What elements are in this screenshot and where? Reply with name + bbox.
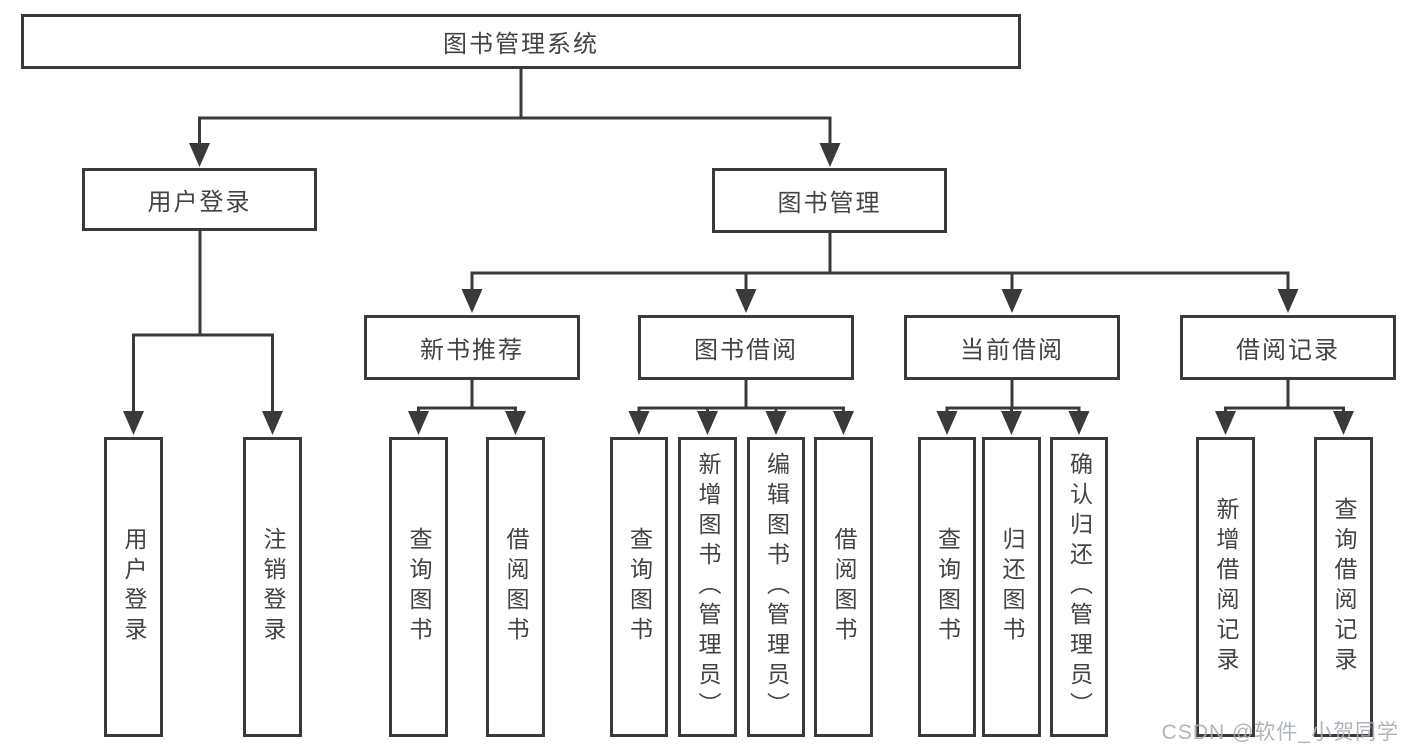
leaf-edit-book-admin-label: 编辑图书（管理员） bbox=[763, 452, 790, 722]
arrowhead-icon bbox=[1333, 411, 1354, 435]
arrowhead-icon bbox=[262, 411, 283, 435]
leaf-query-books-2-label: 查询图书 bbox=[626, 527, 653, 647]
leaf-edit-book-admin: 编辑图书（管理员） bbox=[747, 437, 805, 737]
arrowhead-icon bbox=[1001, 289, 1023, 313]
node-root: 图书管理系统 bbox=[21, 14, 1021, 69]
leaf-borrow-books-1-label: 借阅图书 bbox=[503, 527, 529, 647]
arrowhead-icon bbox=[189, 143, 210, 167]
arrowhead-icon bbox=[1277, 289, 1299, 313]
leaf-query-borrow-record: 查询借阅记录 bbox=[1314, 437, 1373, 737]
arrowhead-icon bbox=[833, 411, 854, 435]
leaf-query-books-1-label: 查询图书 bbox=[406, 527, 432, 647]
leaf-confirm-return-admin: 确认归还（管理员） bbox=[1050, 437, 1108, 737]
leaf-query-books-2: 查询图书 bbox=[610, 437, 668, 737]
node-user-login-label: 用户登录 bbox=[147, 189, 252, 216]
leaf-borrow-books-1: 借阅图书 bbox=[486, 437, 545, 737]
node-current-borrowing: 当前借阅 bbox=[904, 315, 1120, 380]
node-book-management-label: 图书管理 bbox=[777, 190, 882, 217]
leaf-add-book-admin: 新增图书（管理员） bbox=[678, 437, 737, 737]
arrowhead-icon bbox=[735, 289, 757, 313]
arrowhead-icon bbox=[628, 411, 650, 435]
leaf-query-books-1: 查询图书 bbox=[389, 437, 448, 737]
node-book-borrowing-label: 图书借阅 bbox=[694, 337, 798, 364]
arrowhead-icon bbox=[1001, 411, 1022, 435]
node-current-borrowing-label: 当前借阅 bbox=[960, 337, 1064, 364]
node-new-book-recommend: 新书推荐 bbox=[364, 315, 580, 380]
node-book-borrowing: 图书借阅 bbox=[638, 315, 854, 380]
arrowhead-icon bbox=[1068, 411, 1090, 435]
arrowhead-icon bbox=[461, 289, 483, 313]
leaf-query-books-3: 查询图书 bbox=[918, 437, 976, 737]
arrowhead-icon bbox=[697, 411, 718, 435]
node-root-label: 图书管理系统 bbox=[443, 31, 599, 58]
node-borrowing-records-label: 借阅记录 bbox=[1236, 337, 1340, 364]
arrowhead-icon bbox=[505, 411, 526, 435]
arrowhead-icon bbox=[123, 411, 144, 435]
leaf-confirm-return-admin-label: 确认归还（管理员） bbox=[1066, 452, 1093, 722]
leaf-add-borrow-record-label: 新增借阅记录 bbox=[1213, 497, 1239, 677]
csdn-watermark: CSDN @软件_小贺同学 bbox=[1161, 721, 1399, 744]
leaf-return-book: 归还图书 bbox=[982, 437, 1041, 737]
leaf-add-book-admin-label: 新增图书（管理员） bbox=[695, 452, 721, 722]
leaf-user-login-label: 用户登录 bbox=[121, 527, 147, 647]
leaf-borrow-books-2-label: 借阅图书 bbox=[831, 527, 857, 647]
node-borrowing-records: 借阅记录 bbox=[1180, 315, 1396, 380]
node-new-book-recommend-label: 新书推荐 bbox=[420, 337, 524, 364]
arrowhead-icon bbox=[408, 411, 429, 435]
arrowhead-icon bbox=[765, 411, 787, 435]
arrowhead-icon bbox=[936, 411, 958, 435]
leaf-query-books-3-label: 查询图书 bbox=[934, 527, 961, 647]
leaf-logout-label: 注销登录 bbox=[260, 527, 286, 647]
arrowhead-icon bbox=[819, 143, 841, 167]
node-book-management: 图书管理 bbox=[712, 168, 947, 233]
arrowhead-icon bbox=[1215, 411, 1236, 435]
leaf-return-book-label: 归还图书 bbox=[999, 527, 1025, 647]
leaf-add-borrow-record: 新增借阅记录 bbox=[1196, 437, 1255, 737]
leaf-user-login: 用户登录 bbox=[104, 437, 163, 737]
leaf-borrow-books-2: 借阅图书 bbox=[814, 437, 873, 737]
leaf-query-borrow-record-label: 查询借阅记录 bbox=[1331, 497, 1357, 677]
node-user-login: 用户登录 bbox=[82, 168, 317, 231]
leaf-logout: 注销登录 bbox=[243, 437, 302, 737]
